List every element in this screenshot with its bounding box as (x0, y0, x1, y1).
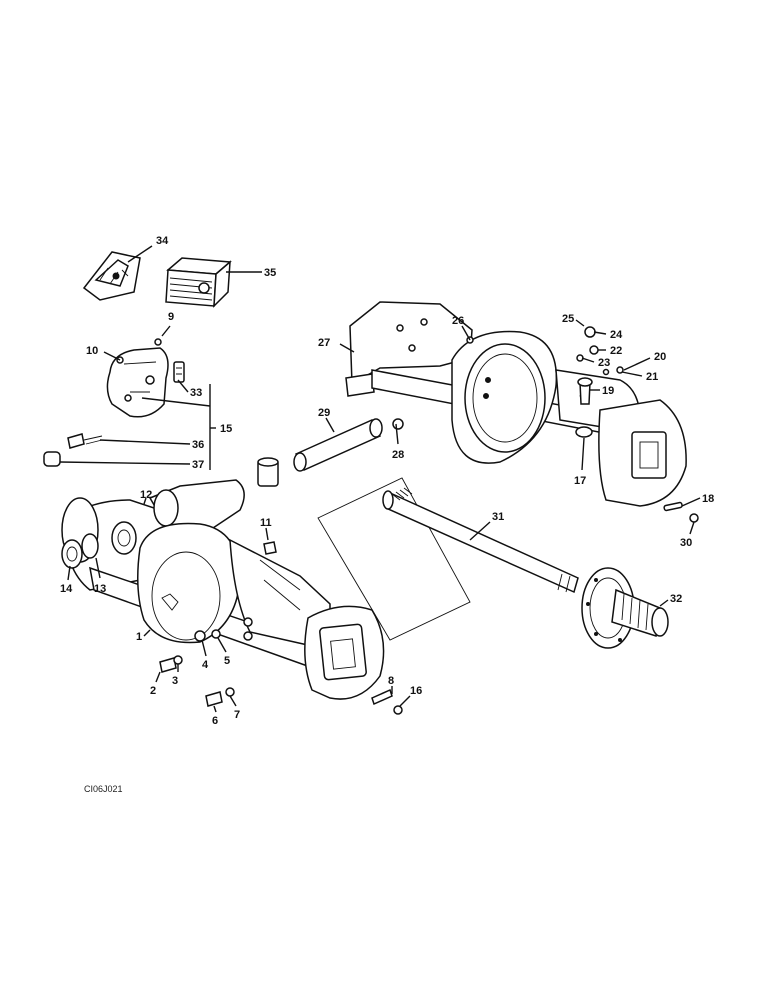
callout-17: 17 (574, 475, 586, 487)
callout-18: 18 (702, 493, 714, 505)
counterweight-block-part (165, 257, 232, 308)
pivot-pin-part (257, 418, 404, 487)
callout-30: 30 (680, 537, 692, 549)
callout-1: 1 (136, 631, 142, 643)
callout-7: 7 (234, 709, 240, 721)
callout-23: 23 (598, 357, 610, 369)
axle-housing-left-part (61, 479, 385, 700)
bracket-part (82, 251, 141, 301)
callout-15: 15 (220, 423, 232, 435)
callout-11: 11 (260, 517, 272, 529)
valve-assembly-part (43, 338, 185, 467)
callout-10: 10 (86, 345, 98, 357)
axle-shaft-part (317, 477, 579, 641)
bushings-part (61, 521, 137, 569)
callout-24: 24 (610, 329, 623, 341)
drawing-code: CI06J021 (84, 784, 123, 794)
callout-29: 29 (318, 407, 330, 419)
callout-32: 32 (670, 593, 682, 605)
callout-14: 14 (60, 583, 73, 595)
wheel-hub-flange-part (581, 567, 669, 649)
callout-9: 9 (168, 311, 174, 323)
callout-36: 36 (192, 439, 204, 451)
callout-21: 21 (646, 371, 658, 383)
callout-20: 20 (654, 351, 666, 363)
callout-31: 31 (492, 511, 504, 523)
callout-37: 37 (192, 459, 204, 471)
callout-28: 28 (392, 449, 404, 461)
callout-8: 8 (388, 675, 394, 687)
callout-34: 34 (156, 235, 169, 247)
callout-4: 4 (202, 659, 209, 671)
callout-22: 22 (610, 345, 622, 357)
callout-2: 2 (150, 685, 156, 697)
fasteners-left-part (159, 541, 403, 715)
callout-35: 35 (264, 267, 276, 279)
callout-6: 6 (212, 715, 218, 727)
callout-19: 19 (602, 385, 614, 397)
callout-26: 26 (452, 315, 464, 327)
callout-3: 3 (172, 675, 178, 687)
leader-lines (59, 245, 701, 713)
callout-16: 16 (410, 685, 422, 697)
axle-housing-right-part (345, 301, 687, 507)
callout-5: 5 (224, 655, 230, 667)
callout-27: 27 (318, 337, 330, 349)
callout-labels: 34 35 9 10 33 15 36 37 29 28 27 26 25 24… (60, 235, 714, 727)
callout-12: 12 (140, 489, 152, 501)
callout-25: 25 (562, 313, 574, 325)
callout-13: 13 (94, 583, 106, 595)
callout-33: 33 (190, 387, 202, 399)
